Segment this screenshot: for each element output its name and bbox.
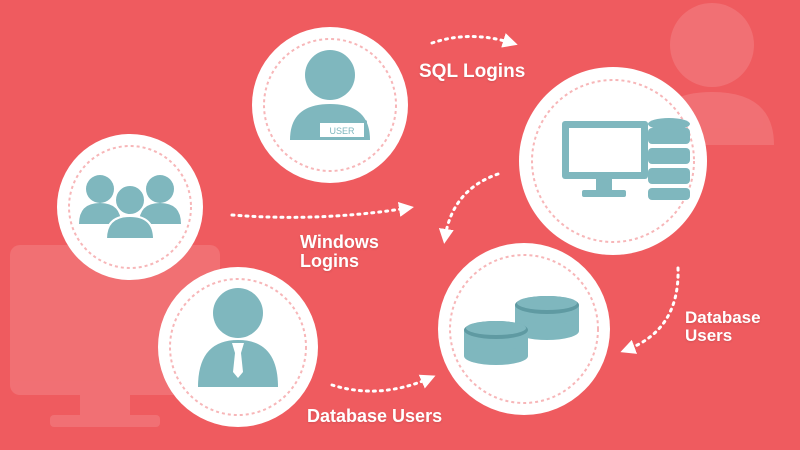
node-left-user-group [57, 134, 203, 280]
label-windows-logins: Windows Logins [300, 232, 379, 271]
user-icon [198, 288, 278, 387]
node-bottom-user [158, 267, 318, 427]
arrow-server-to-databases [438, 172, 500, 244]
label-sql-logins: SQL Logins [419, 61, 526, 82]
arrow-top-to-server [430, 33, 518, 48]
user-badge-icon: USER [290, 50, 370, 140]
arrow-group-to-center [230, 202, 414, 219]
node-right-top-server [519, 67, 707, 255]
node-top-user-badge: USER [252, 27, 408, 183]
node-right-bottom-databases [438, 243, 610, 415]
user-badge-text: USER [329, 126, 355, 136]
user-group-icon [79, 175, 181, 240]
label-database-users-right: Database Users [685, 308, 761, 345]
label-database-users-bottom: Database Users [307, 406, 443, 426]
monitor-database-icon [562, 118, 690, 200]
arrow-user-to-databases [330, 374, 436, 393]
arrow-right-to-databases [620, 266, 680, 354]
database-disks-icon [464, 296, 579, 365]
